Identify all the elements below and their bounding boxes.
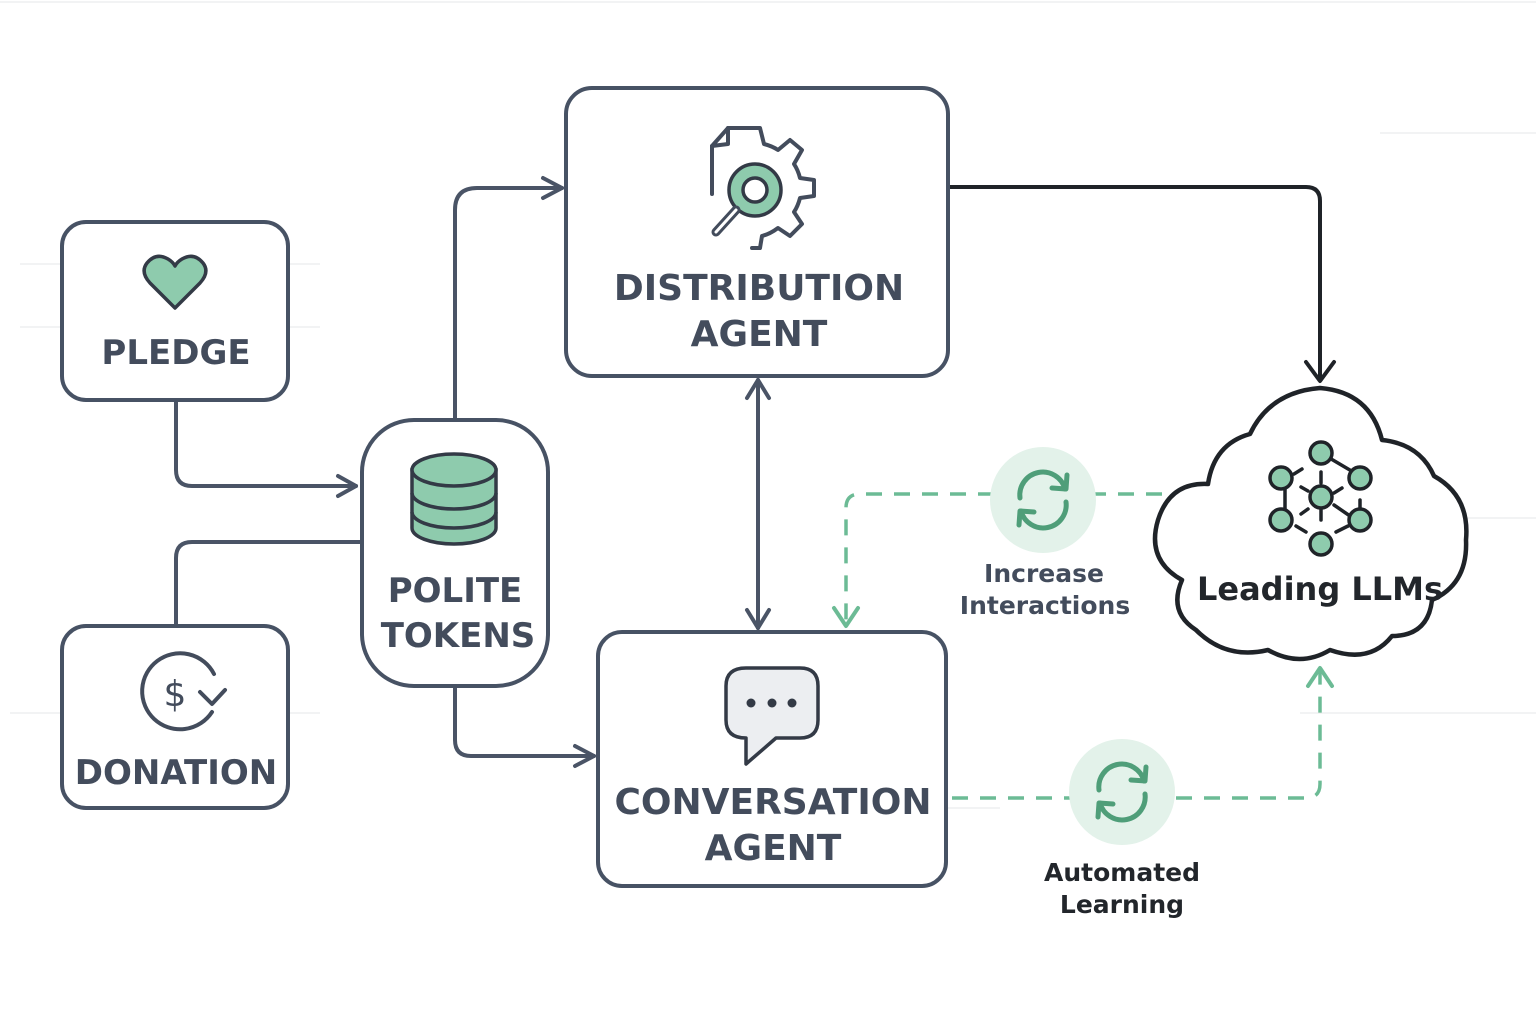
distribution-agent-label-line2: AGENT — [691, 314, 828, 355]
automated-learning-label-line1: Automated — [1044, 858, 1200, 887]
edge-conversation-to-llms-dashed — [952, 666, 1334, 800]
pledge-label: PLEDGE — [101, 333, 250, 373]
polite-tokens-label-line2: TOKENS — [381, 616, 536, 656]
automated-learning-label-line2: Learning — [1060, 890, 1184, 919]
cloud-shape — [1152, 385, 1469, 662]
loop-circle — [990, 447, 1096, 553]
edge-pledge-to-polite-tokens — [174, 400, 358, 498]
edge-distribution-to-leading-llms — [948, 185, 1336, 383]
edge-distribution-conversation-bidirectional — [745, 378, 771, 630]
conversation-agent-label-line1: CONVERSATION — [614, 782, 931, 823]
edge-polite-tokens-to-distribution-agent — [453, 176, 564, 422]
svg-text:$: $ — [164, 674, 187, 715]
pledge-box — [60, 220, 290, 402]
database-icon — [410, 452, 498, 546]
conversation-agent-label-line2: AGENT — [705, 828, 842, 869]
dollar-cycle-icon: $ — [140, 651, 227, 732]
node-leading-llms[interactable]: Leading LLMs — [1152, 385, 1469, 662]
polite-tokens-box — [360, 418, 550, 688]
refresh-icon — [1095, 761, 1149, 823]
loop-increase-interactions: Increase Interactions — [960, 447, 1130, 620]
distribution-agent-label-line1: DISTRIBUTION — [614, 268, 904, 309]
donation-box — [60, 624, 290, 810]
donation-label: DONATION — [75, 753, 277, 793]
node-conversation-agent[interactable]: CONVERSATION AGENT — [596, 630, 948, 888]
document-gear-search-icon — [710, 126, 816, 250]
neural-network-icon — [1268, 440, 1373, 557]
chat-bubble-icon — [724, 666, 820, 766]
node-distribution-agent[interactable]: DISTRIBUTION AGENT — [564, 86, 950, 378]
distribution-agent-box — [564, 86, 950, 378]
node-donation[interactable]: $ DONATION — [60, 624, 290, 810]
loop-automated-learning: Automated Learning — [1044, 739, 1200, 919]
increase-interactions-label-line1: Increase — [984, 559, 1104, 588]
node-polite-tokens[interactable]: POLITE TOKENS — [360, 418, 550, 688]
edge-polite-tokens-to-conversation-agent — [453, 684, 596, 768]
refresh-icon — [1016, 469, 1070, 531]
edge-donation-to-polite-tokens — [174, 540, 364, 628]
polite-tokens-label-line1: POLITE — [388, 571, 523, 611]
conversation-agent-box — [596, 630, 948, 888]
node-pledge[interactable]: PLEDGE — [60, 220, 290, 402]
leading-llms-label: Leading LLMs — [1197, 570, 1443, 608]
increase-interactions-label-line2: Interactions — [960, 591, 1130, 620]
heart-icon — [142, 254, 208, 310]
loop-circle — [1069, 739, 1175, 845]
edge-llms-to-conversation-dashed — [832, 492, 1162, 628]
